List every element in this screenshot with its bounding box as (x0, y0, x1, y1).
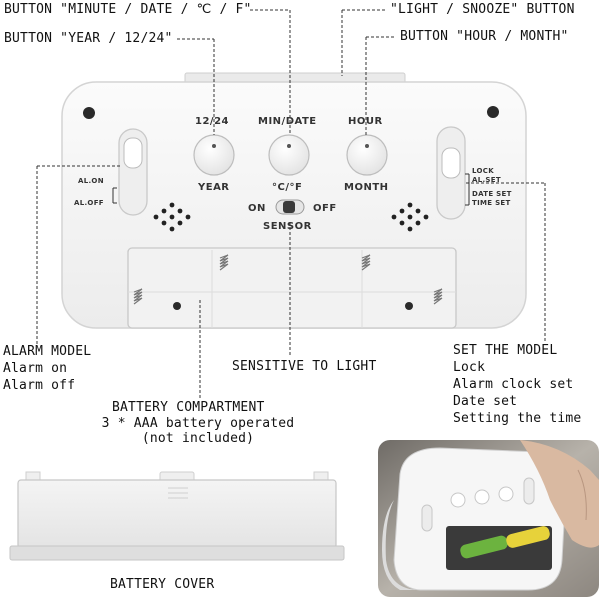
callout-light-snooze-button: "LIGHT / SNOOZE" BUTTON (390, 2, 575, 17)
callout-set-the-model-line: Alarm clock set (453, 377, 574, 392)
callout-lines (36, 9, 546, 398)
speaker-grille-left (153, 202, 191, 232)
callout-hour-month-button: BUTTON "HOUR / MONTH" (400, 29, 569, 44)
callout-battery-cover: BATTERY COVER (110, 577, 215, 592)
callout-set-the-model-title: SET THE MODEL (453, 343, 558, 358)
device-label-al-off: AL.OFF (74, 199, 104, 207)
mode-switch-knob (441, 147, 461, 179)
device-label-c-f: °C/°F (272, 182, 303, 193)
product-photo-inset (378, 440, 599, 597)
battery-cover (9, 471, 345, 561)
callout-set-the-model-line: Date set (453, 394, 518, 409)
hour-month-button (346, 134, 388, 176)
callout-battery-compartment-line: 3 * AAA battery operated (101, 416, 295, 431)
callout-alarm-model-title: ALARM MODEL (3, 344, 92, 359)
screw-hole (83, 107, 95, 119)
alarm-switch-knob (123, 137, 143, 169)
device-label-al-on: AL.ON (78, 177, 104, 185)
callout-alarm-model-line: Alarm off (3, 378, 76, 393)
device-label-al-set: AL.SET (472, 176, 501, 184)
min-date-button (268, 134, 310, 176)
device-label-month: MONTH (344, 182, 389, 193)
callout-set-the-model-line: Lock (453, 360, 486, 375)
battery-spring (133, 254, 443, 305)
speaker-grille-right (391, 202, 429, 232)
device-label-hour: HOUR (348, 116, 383, 127)
device-label-sensor-on: ON (248, 203, 266, 214)
device-label-year: YEAR (198, 182, 230, 193)
battery-compartment (127, 247, 457, 329)
callout-battery-compartment-title: BATTERY COMPARTMENT (112, 400, 265, 415)
device-label-time-set: TIME SET (472, 199, 511, 207)
device-label-sensor: SENSOR (263, 221, 312, 232)
year-1224-button (193, 134, 235, 176)
device-label-1224: 12/24 (195, 116, 229, 127)
callout-year-button: BUTTON "YEAR / 12/24" (4, 31, 173, 46)
device-label-min-date: MIN/DATE (258, 116, 317, 127)
device-label-lock: LOCK (472, 167, 494, 175)
callout-set-the-model-line: Setting the time (453, 411, 582, 426)
device-label-date-set: DATE SET (472, 190, 512, 198)
screw-hole (487, 106, 499, 118)
device-label-sensor-off: OFF (313, 203, 337, 214)
callout-sensitive-to-light: SENSITIVE TO LIGHT (232, 359, 377, 374)
callout-battery-compartment-line: (not included) (141, 431, 255, 446)
callout-minute-date-button: BUTTON "MINUTE / DATE / ℃ / F" (4, 2, 252, 17)
callout-alarm-model-line: Alarm on (3, 361, 68, 376)
